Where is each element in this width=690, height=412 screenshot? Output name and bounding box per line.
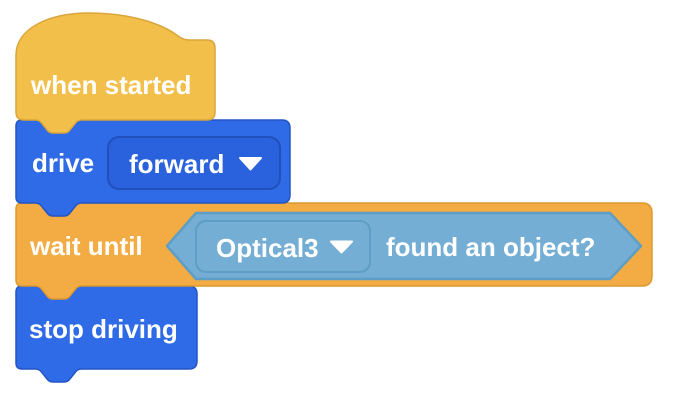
drive-direction-dropdown-field[interactable] [107, 136, 281, 190]
dropdown-arrow-icon [239, 157, 262, 171]
when-started-label: when started [30, 70, 191, 100]
when-started-block[interactable]: when started [15, 12, 216, 134]
stop-driving-block[interactable]: stop driving [15, 285, 198, 383]
sensor-dropdown-value: Optical3 [216, 233, 319, 263]
wait-until-block[interactable]: wait until Optical3 found an object? [15, 202, 653, 300]
sensor-dropdown-field[interactable] [195, 220, 371, 273]
optical-condition-block[interactable]: Optical3 found an object? [165, 211, 643, 281]
condition-label: found an object? [386, 232, 595, 262]
sensor-dropdown[interactable]: Optical3 [195, 220, 371, 273]
stop-driving-label: stop driving [29, 314, 178, 344]
wait-until-label: wait until [29, 231, 143, 261]
dropdown-arrow-icon [330, 240, 353, 254]
drive-block[interactable]: drive forward [15, 119, 291, 217]
drive-direction-dropdown[interactable]: forward [107, 136, 281, 190]
drive-label: drive [32, 148, 94, 178]
drive-direction-dropdown-value: forward [129, 149, 224, 179]
when-started-hat-shape[interactable] [15, 12, 216, 134]
